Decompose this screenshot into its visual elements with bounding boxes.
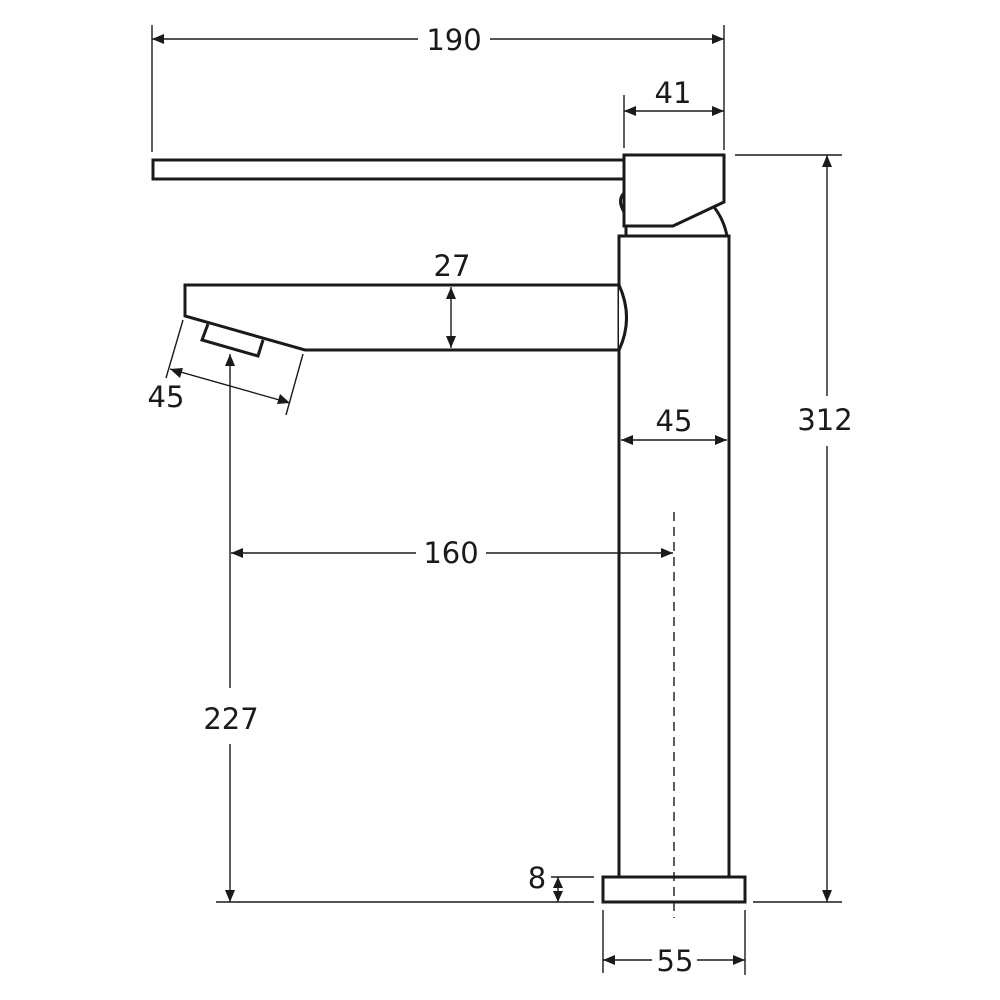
- dim-label-227: 227: [203, 702, 258, 736]
- dim-overall-height: 312: [735, 154, 853, 903]
- dim-label-312: 312: [797, 403, 852, 437]
- handle-lug: [619, 191, 626, 213]
- aerator: [200, 323, 265, 358]
- cartridge-arc: [712, 206, 729, 237]
- dim-label-27: 27: [434, 249, 471, 283]
- body-column: [617, 234, 731, 879]
- dim-label-160: 160: [423, 536, 478, 570]
- dim-outlet-clearance: 227: [203, 354, 594, 903]
- tap-outline: [151, 153, 747, 918]
- dim-base-diameter: 55: [602, 910, 746, 978]
- dim-label-45-body: 45: [656, 404, 693, 438]
- lever-handle: [151, 158, 626, 181]
- dim-body-diameter: 45: [621, 404, 727, 445]
- dim-label-41: 41: [655, 76, 692, 110]
- dim-label-55: 55: [657, 944, 694, 978]
- dim-handle-width: 41: [623, 76, 724, 148]
- dim-base-height: 8: [528, 861, 594, 902]
- dim-spout-height: 27: [434, 249, 471, 348]
- dim-label-190: 190: [426, 23, 481, 57]
- dim-label-8: 8: [528, 861, 546, 895]
- dim-spout-reach: 160: [231, 536, 673, 570]
- dim-overall-length: 190: [151, 23, 725, 152]
- handle-block: [622, 153, 726, 228]
- dim-label-45-outlet: 45: [148, 380, 185, 414]
